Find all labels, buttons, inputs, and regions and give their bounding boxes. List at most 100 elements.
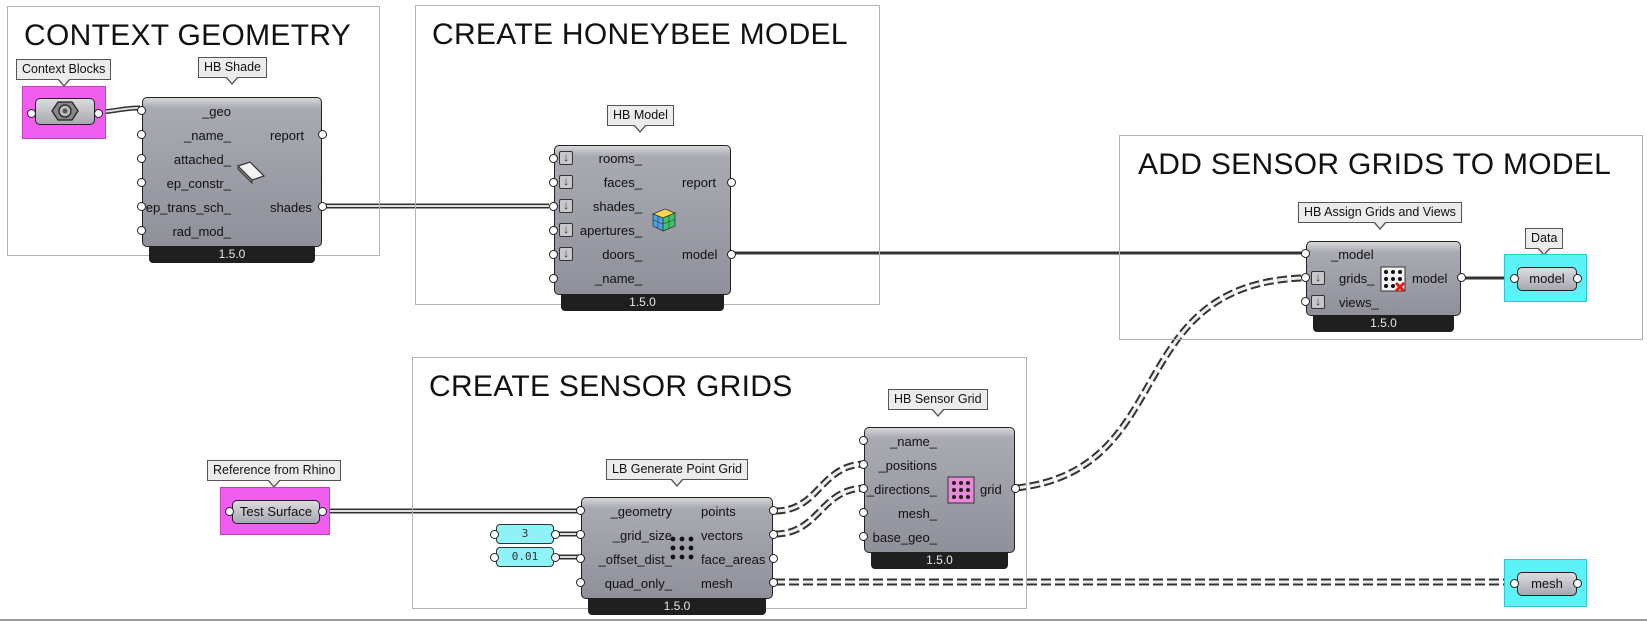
hb-shade-version: 1.5.0	[149, 246, 315, 263]
context-blocks-pill[interactable]	[35, 98, 95, 125]
input-grip[interactable]	[859, 484, 868, 493]
offset-dist-slider[interactable]: 0.01	[496, 547, 554, 567]
input-rad-mod: rad_mod_	[172, 224, 231, 239]
output-grip[interactable]	[1011, 484, 1020, 493]
group-title: ADD SENSOR GRIDS TO MODEL	[1138, 148, 1612, 181]
graft-arrow-icon: ↓	[559, 247, 573, 261]
output-grip[interactable]	[551, 530, 560, 539]
group-title: CREATE SENSOR GRIDS	[429, 370, 793, 403]
input-grip[interactable]	[576, 530, 585, 539]
input-grip[interactable]	[490, 553, 499, 562]
lb-point-grid-version: 1.5.0	[588, 598, 766, 615]
output-grip[interactable]	[769, 530, 778, 539]
input-grip[interactable]	[859, 460, 868, 469]
label-hb-model: HB Model	[607, 105, 674, 133]
input-grip[interactable]	[1301, 297, 1310, 306]
input-grip[interactable]	[1301, 273, 1310, 282]
input-geometry: _geometry	[610, 504, 672, 519]
input-attached: attached_	[173, 152, 231, 167]
input-grip[interactable]	[137, 130, 146, 139]
input-rooms: rooms_	[598, 151, 642, 166]
input-grip[interactable]	[549, 154, 558, 163]
output-report: report	[682, 175, 716, 190]
hb-assign-component[interactable]: ↓ ↓ _model grids_ views_ model	[1306, 241, 1461, 316]
input-grids: grids_	[1339, 271, 1375, 286]
input-grip[interactable]	[859, 508, 868, 517]
input-grip[interactable]	[225, 507, 234, 516]
group-title: CREATE HONEYBEE MODEL	[432, 18, 848, 51]
group-title: CONTEXT GEOMETRY	[24, 19, 352, 52]
input-grip[interactable]	[27, 109, 36, 118]
input-views: views_	[1339, 295, 1379, 310]
output-shades: shades	[270, 200, 312, 215]
data-model-pill[interactable]: model	[1517, 267, 1577, 291]
group-context-geometry: CONTEXT GEOMETRY	[7, 6, 380, 256]
input-grip[interactable]	[137, 226, 146, 235]
black-dot-grid-icon	[670, 536, 694, 560]
output-model: model	[1412, 271, 1448, 286]
graft-arrow-icon: ↓	[559, 175, 573, 189]
input-grip[interactable]	[137, 154, 146, 163]
output-grid: grid	[980, 482, 1002, 497]
data-mesh-pill[interactable]: mesh	[1517, 572, 1577, 596]
hb-sensor-grid-component[interactable]: _name_ _positions _directions_ mesh_ bas…	[864, 427, 1015, 553]
input-grip[interactable]	[137, 106, 146, 115]
output-grip[interactable]	[769, 554, 778, 563]
output-grip[interactable]	[727, 178, 736, 187]
input-grip[interactable]	[549, 202, 558, 211]
input-ep-constr: ep_constr_	[166, 176, 231, 191]
input-grip[interactable]	[549, 250, 558, 259]
label-hb-sensor-grid: HB Sensor Grid	[888, 389, 988, 417]
input-grip[interactable]	[549, 226, 558, 235]
label-lb-point-grid: LB Generate Point Grid	[606, 459, 748, 487]
input-positions: _positions	[878, 458, 937, 473]
hb-shade-component[interactable]: _geo _name_ attached_ ep_constr_ ep_tran…	[142, 97, 322, 247]
data-mesh-param[interactable]: mesh	[1504, 559, 1587, 607]
output-vectors: vectors	[701, 528, 743, 543]
input-grip[interactable]	[576, 554, 585, 563]
input-grip[interactable]	[1301, 249, 1310, 258]
output-mesh: mesh	[701, 576, 733, 591]
input-grip[interactable]	[1510, 274, 1519, 283]
context-blocks-param[interactable]	[22, 86, 106, 139]
input-grip[interactable]	[490, 530, 499, 539]
output-report: report	[270, 128, 304, 143]
input-grip[interactable]	[859, 532, 868, 541]
test-surface-param[interactable]: Test Surface	[220, 487, 330, 535]
input-name: _name_	[890, 434, 937, 449]
input-grip[interactable]	[137, 178, 146, 187]
output-grip[interactable]	[551, 553, 560, 562]
shade-panel-icon	[236, 161, 266, 184]
solid-wires	[95, 105, 1514, 560]
input-grip[interactable]	[576, 578, 585, 587]
graft-arrow-icon: ↓	[1311, 295, 1325, 309]
pink-dot-grid-icon	[947, 476, 975, 504]
input-grip[interactable]	[549, 274, 558, 283]
output-grip[interactable]	[94, 109, 103, 118]
lb-point-grid-component[interactable]: _geometry _grid_size _offset_dist_ quad_…	[581, 497, 773, 599]
input-grip[interactable]	[576, 506, 585, 515]
output-grip[interactable]	[318, 507, 327, 516]
input-faces: faces_	[603, 175, 642, 190]
output-grip[interactable]	[318, 202, 327, 211]
group-sensor-grids: CREATE SENSOR GRIDS	[412, 357, 1027, 609]
output-grip[interactable]	[769, 578, 778, 587]
input-apertures: apertures_	[579, 223, 642, 238]
grid-size-slider[interactable]: 3	[496, 524, 554, 544]
label-reference-rhino: Reference from Rhino	[207, 460, 342, 488]
hb-model-component[interactable]: ↓ ↓ ↓ ↓ ↓ rooms_ faces_ shades_ aperture…	[554, 145, 731, 295]
test-surface-pill[interactable]: Test Surface	[232, 500, 320, 524]
colored-cube-icon	[651, 208, 677, 232]
input-grip[interactable]	[859, 436, 868, 445]
input-grip[interactable]	[137, 202, 146, 211]
output-grip[interactable]	[727, 250, 736, 259]
output-grip[interactable]	[1573, 274, 1582, 283]
input-grip[interactable]	[549, 178, 558, 187]
output-grip[interactable]	[1573, 579, 1582, 588]
input-grip[interactable]	[1510, 579, 1519, 588]
output-grip[interactable]	[318, 130, 327, 139]
graft-arrow-icon: ↓	[1311, 271, 1325, 285]
data-model-param[interactable]: model	[1504, 254, 1587, 302]
output-grip[interactable]	[1457, 273, 1466, 282]
output-grip[interactable]	[769, 506, 778, 515]
